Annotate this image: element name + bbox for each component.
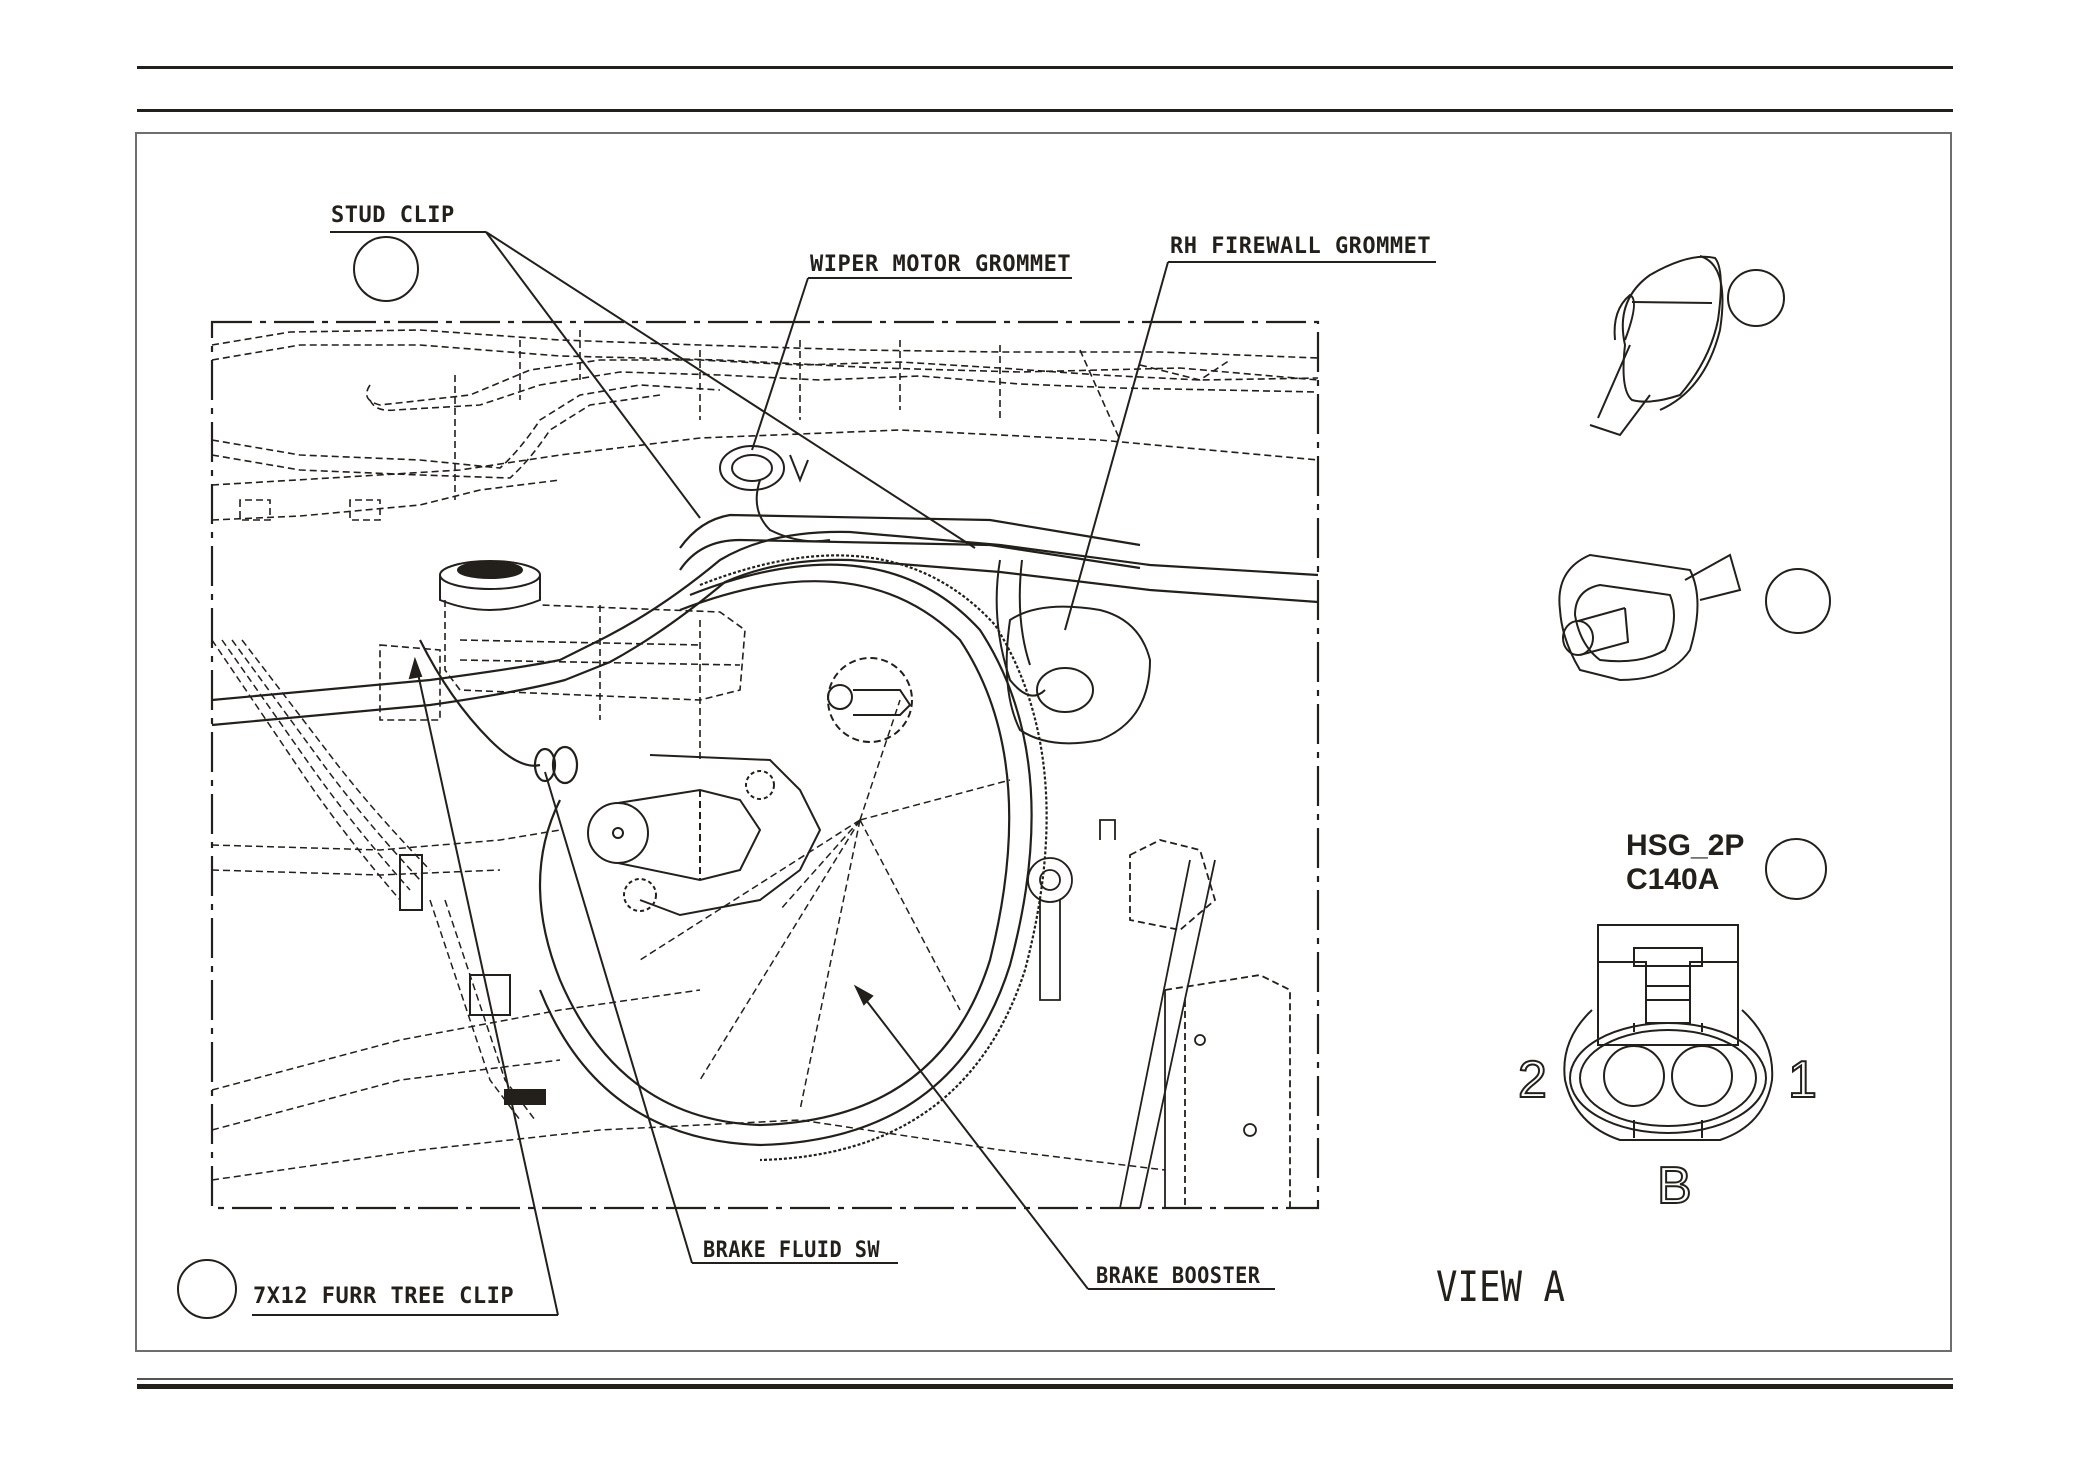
master-cylinder [587, 754, 822, 917]
right-bracket [1027, 819, 1291, 1209]
connector-pin-1: 1 [1787, 1051, 1818, 1109]
connector-face [1563, 924, 1774, 1141]
firewall-grommet-circle [1765, 568, 1831, 634]
brake-fluid-switch [419, 639, 579, 785]
brake-booster-arrowhead [853, 984, 874, 1006]
stud-clip-circle [353, 236, 419, 302]
booster-spokes [639, 699, 1011, 1111]
wiper-grommet-detail [1589, 255, 1724, 437]
brake-fluid-leader [544, 771, 693, 1264]
callout-brake-booster: BRAKE BOOSTER [1096, 1264, 1261, 1289]
main-harness [211, 513, 1319, 727]
stud-clip-leader-b [485, 231, 976, 549]
diagram-frame [135, 132, 1952, 1352]
rh-firewall-leader [1064, 261, 1169, 631]
firewall-grommet-detail [1558, 553, 1742, 682]
wiper-grommet-circle [1727, 269, 1785, 327]
booster-stud [827, 657, 913, 743]
callout-circles [177, 236, 1831, 1319]
reservoir-cap [439, 560, 541, 611]
connector-id-label: C140A [1626, 863, 1720, 896]
leader-lines [252, 231, 1436, 1316]
callout-stud-clip: STUD CLIP [331, 203, 455, 228]
connector-view-letter: B [1656, 1157, 1693, 1215]
view-boundary [210, 320, 1320, 1210]
brake-booster-leader [855, 986, 1089, 1290]
wiper-grommet-leader [751, 277, 809, 451]
furr-clip-circle [177, 1259, 237, 1319]
connector-housing-label: HSG_2P [1626, 829, 1745, 862]
wiper-motor-grommet-scene [719, 445, 831, 543]
callout-brake-fluid-sw: BRAKE FLUID SW [703, 1238, 881, 1263]
cowl-panel [211, 329, 1319, 521]
connector-pin-2: 2 [1517, 1051, 1548, 1109]
header-rule-top [137, 66, 1953, 69]
brake-fluid-reservoir [379, 600, 746, 760]
harness-clips [399, 854, 546, 1105]
footer-rule-thick [137, 1384, 1953, 1389]
stud-clip-leader-a [485, 231, 701, 519]
rh-firewall-grommet-scene [995, 559, 1152, 745]
connector-circle [1765, 838, 1827, 900]
brake-booster [538, 554, 1048, 1162]
view-a-label: VIEW A [1436, 1262, 1565, 1311]
furr-clip-leader [414, 659, 559, 1316]
callout-wiper-motor-grommet: WIPER MOTOR GROMMET [810, 252, 1072, 277]
callout-furr-tree-clip: 7X12 FURR TREE CLIP [253, 1284, 515, 1309]
footer-rule-thin [137, 1378, 1953, 1380]
callout-rh-firewall-grommet: RH FIREWALL GROMMET [1170, 234, 1432, 259]
furr-clip-arrowhead [408, 656, 423, 680]
header-rule-bottom [137, 109, 1953, 112]
